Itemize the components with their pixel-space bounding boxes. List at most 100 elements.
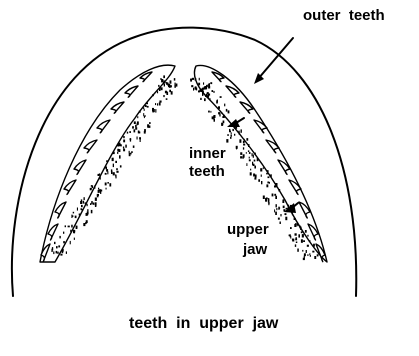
stipple-dot — [56, 251, 58, 254]
stipple-dot — [90, 188, 92, 190]
outer-tooth — [97, 120, 110, 133]
outer-tooth — [125, 86, 138, 97]
stipple-dot — [240, 156, 242, 158]
stipple-dot — [304, 253, 306, 256]
stipple-dot — [307, 245, 309, 247]
stipple-dot — [249, 152, 251, 154]
stipple-dot — [257, 158, 259, 161]
stipple-dot — [250, 172, 252, 175]
stipple-dot — [298, 234, 300, 237]
stipple-dot — [239, 139, 241, 143]
stipple-dot — [248, 144, 250, 147]
stipple-dot — [62, 250, 64, 253]
stipple-dot — [74, 238, 75, 240]
stipple-dot — [302, 250, 303, 252]
stipple-dot — [107, 182, 109, 184]
stipple-dot — [95, 202, 97, 205]
stipple-dot — [171, 91, 173, 94]
stipple-dot — [226, 109, 228, 112]
stipple-dot — [266, 173, 268, 175]
stipple-dot — [241, 129, 242, 132]
stipple-dot — [285, 217, 287, 221]
outer-tooth — [266, 140, 279, 153]
stipple-dot — [301, 239, 303, 243]
stipple-dot — [199, 78, 200, 81]
stipple-dot — [297, 249, 299, 252]
stipple-dot — [254, 160, 256, 162]
stipple-dot — [119, 144, 121, 146]
stipple-dot — [218, 106, 220, 109]
stipple-dot — [87, 204, 88, 207]
stipple-dot — [305, 230, 307, 233]
stipple-dot — [312, 251, 314, 253]
stipple-dot — [98, 190, 100, 193]
stipple-dot — [77, 208, 78, 211]
stipple-dot — [255, 175, 257, 178]
stipple-dot — [232, 129, 234, 131]
stipple-dot — [306, 250, 307, 253]
stipple-dot — [83, 201, 84, 204]
stipple-dot — [198, 90, 200, 92]
stipple-dot — [164, 81, 165, 83]
stipple-dot — [123, 147, 124, 149]
stipple-dot — [203, 82, 204, 84]
stipple-dot — [140, 139, 141, 142]
outer-tooth — [74, 160, 86, 174]
stipple-dot — [253, 155, 254, 158]
stipple-dot — [196, 88, 197, 91]
stipple-dot — [220, 96, 222, 98]
stipple-dot — [58, 245, 60, 247]
stipple-dot — [231, 132, 232, 134]
stipple-dot — [295, 223, 297, 226]
stipple-dot — [79, 214, 81, 216]
stipple-dot — [157, 103, 158, 105]
stipple-dot — [147, 106, 149, 108]
stipple-dot — [116, 168, 118, 170]
stipple-dot — [157, 91, 158, 93]
stipple-dot — [87, 209, 88, 212]
stipple-dot — [249, 159, 251, 161]
stipple-dot — [254, 166, 256, 169]
stipple-dot — [100, 176, 101, 179]
stipple-dot — [111, 171, 113, 174]
stipple-dot — [246, 152, 247, 154]
stipple-dot — [59, 236, 60, 239]
stipple-dot — [219, 113, 220, 116]
stipple-dot — [275, 212, 277, 215]
stipple-dot — [161, 87, 163, 90]
stipple-dot — [244, 139, 245, 141]
stipple-dot — [274, 194, 276, 196]
stipple-dot — [86, 220, 88, 223]
stipple-dot — [100, 190, 102, 192]
stipple-dot — [249, 157, 250, 159]
stipple-dot — [109, 183, 111, 186]
upper-jaw-label-line1: upper — [227, 221, 269, 238]
stipple-dot — [243, 147, 244, 149]
stipple-dot — [250, 169, 251, 171]
outer-tooth — [64, 180, 76, 194]
stipple-dot — [246, 138, 248, 141]
stipple-dot — [90, 203, 91, 205]
stipple-dot — [258, 179, 260, 182]
stipple-dot — [307, 235, 308, 237]
stipple-dot — [129, 151, 130, 153]
stipple-dot — [80, 201, 82, 204]
stipple-dot — [192, 78, 194, 80]
stipple-dot — [313, 244, 315, 247]
stipple-dot — [123, 140, 125, 143]
stipple-dot — [138, 131, 140, 134]
stipple-dot — [276, 208, 277, 210]
stipple-dot — [123, 136, 125, 138]
stipple-dot — [76, 226, 78, 229]
stipple-dot — [152, 94, 154, 96]
stipple-dot — [137, 121, 139, 124]
stipple-dot — [221, 123, 223, 126]
outer-teeth — [41, 72, 325, 262]
stipple-dot — [290, 234, 291, 237]
stipple-dot — [105, 173, 107, 175]
stipple-dot — [174, 85, 176, 88]
stipple-dot — [209, 98, 211, 100]
outer-tooth — [278, 160, 290, 174]
stipple-dot — [231, 135, 232, 137]
